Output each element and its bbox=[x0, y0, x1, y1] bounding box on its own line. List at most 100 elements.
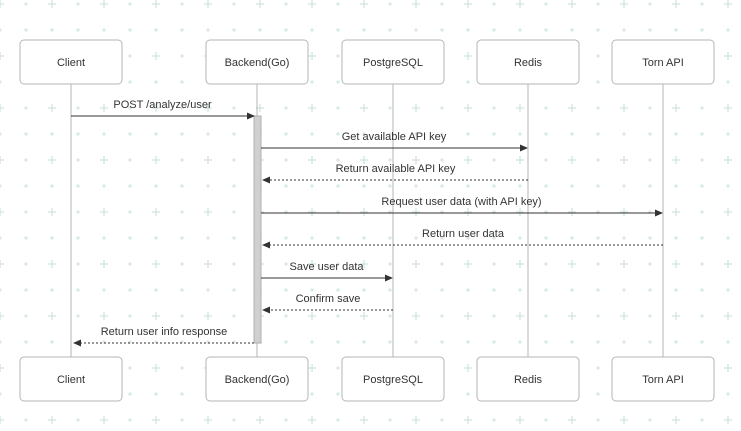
grid-plus bbox=[596, 54, 600, 58]
grid-plus bbox=[700, 210, 704, 214]
grid-plus bbox=[310, 236, 314, 240]
grid-plus bbox=[310, 28, 314, 32]
grid-plus bbox=[388, 418, 392, 422]
grid-plus bbox=[492, 340, 496, 344]
grid-plus bbox=[464, 364, 472, 372]
grid-plus bbox=[440, 158, 444, 162]
grid-plus bbox=[544, 158, 548, 162]
grid-plus bbox=[516, 208, 524, 216]
grid-plus bbox=[700, 132, 704, 136]
grid-plus bbox=[544, 314, 548, 318]
grid-plus bbox=[596, 236, 600, 240]
grid-plus bbox=[360, 208, 368, 216]
grid-plus bbox=[412, 208, 420, 216]
grid-plus bbox=[310, 288, 314, 292]
grid-plus bbox=[128, 210, 132, 214]
grid-plus bbox=[128, 28, 132, 32]
grid-plus bbox=[206, 28, 210, 32]
grid-plus bbox=[544, 418, 548, 422]
grid-plus bbox=[622, 340, 626, 344]
message-label: Request user data (with API key) bbox=[381, 196, 541, 208]
grid-plus bbox=[700, 418, 704, 422]
participant-backend-bottom: Backend(Go) bbox=[205, 356, 309, 402]
grid-plus bbox=[544, 28, 548, 32]
grid-plus bbox=[128, 366, 132, 370]
grid-plus bbox=[464, 416, 472, 424]
grid-plus bbox=[388, 106, 392, 110]
grid-plus bbox=[518, 28, 522, 32]
grid-plus bbox=[180, 2, 184, 6]
grid-plus bbox=[50, 28, 54, 32]
grid-plus bbox=[0, 0, 4, 8]
grid-plus bbox=[724, 104, 732, 112]
grid-plus bbox=[336, 158, 340, 162]
grid-plus bbox=[100, 0, 108, 8]
grid-plus bbox=[360, 156, 368, 164]
grid-plus bbox=[492, 314, 496, 318]
grid-plus bbox=[412, 312, 420, 320]
grid-plus bbox=[128, 54, 132, 58]
participant-label: Backend(Go) bbox=[225, 57, 290, 69]
grid-plus bbox=[0, 416, 4, 424]
grid-plus bbox=[180, 184, 184, 188]
grid-plus bbox=[648, 132, 652, 136]
grid-plus bbox=[206, 184, 210, 188]
grid-plus bbox=[596, 340, 600, 344]
grid-plus bbox=[466, 288, 470, 292]
grid-plus bbox=[466, 392, 470, 396]
grid-plus bbox=[724, 156, 732, 164]
grid-plus bbox=[596, 262, 600, 266]
grid-plus bbox=[648, 28, 652, 32]
grid-plus bbox=[24, 2, 28, 6]
message-label: Confirm save bbox=[296, 293, 361, 305]
grid-plus bbox=[180, 366, 184, 370]
grid-plus bbox=[180, 236, 184, 240]
grid-plus bbox=[700, 340, 704, 344]
grid-plus bbox=[232, 262, 236, 266]
grid-plus bbox=[492, 2, 496, 6]
grid-plus bbox=[48, 0, 56, 8]
grid-plus bbox=[48, 104, 56, 112]
grid-plus bbox=[440, 28, 444, 32]
grid-plus bbox=[310, 132, 314, 136]
grid-plus bbox=[76, 236, 80, 240]
grid-plus bbox=[674, 288, 678, 292]
participant-box bbox=[205, 39, 309, 85]
grid-plus bbox=[336, 132, 340, 136]
grid-plus bbox=[128, 314, 132, 318]
grid-plus bbox=[414, 340, 418, 344]
grid-plus bbox=[0, 80, 2, 84]
grid-plus bbox=[284, 132, 288, 136]
grid-plus bbox=[362, 132, 366, 136]
grid-plus bbox=[726, 132, 730, 136]
grid-plus bbox=[466, 236, 470, 240]
grid-plus bbox=[308, 208, 316, 216]
grid-plus bbox=[152, 0, 160, 8]
grid-plus bbox=[0, 132, 2, 136]
grid-plus bbox=[674, 184, 678, 188]
participant-label: Redis bbox=[514, 374, 543, 386]
participant-client-top: Client bbox=[19, 39, 123, 85]
grid-plus bbox=[570, 236, 574, 240]
grid-plus bbox=[154, 184, 158, 188]
grid-plus bbox=[440, 288, 444, 292]
grid-plus bbox=[414, 28, 418, 32]
grid-plus bbox=[180, 262, 184, 266]
grid-plus bbox=[570, 340, 574, 344]
grid-plus bbox=[492, 418, 496, 422]
grid-plus bbox=[464, 208, 472, 216]
grid-plus bbox=[180, 288, 184, 292]
message-label: Return available API key bbox=[336, 163, 456, 175]
grid-plus bbox=[76, 2, 80, 6]
grid-plus bbox=[76, 106, 80, 110]
grid-plus bbox=[102, 288, 106, 292]
grid-plus bbox=[128, 158, 132, 162]
grid-plus bbox=[50, 132, 54, 136]
grid-plus bbox=[128, 392, 132, 396]
grid-plus bbox=[336, 184, 340, 188]
grid-plus bbox=[516, 260, 524, 268]
grid-plus bbox=[466, 132, 470, 136]
grid-plus bbox=[388, 314, 392, 318]
grid-plus bbox=[336, 106, 340, 110]
